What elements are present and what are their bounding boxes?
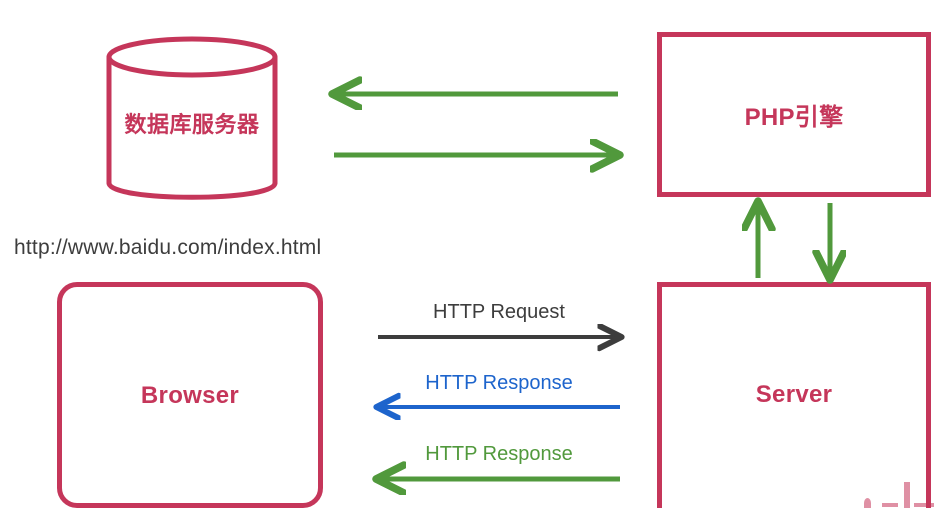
arrow-label-http-request: HTTP Request (433, 301, 565, 323)
database-cylinder-shape (104, 36, 280, 204)
arrow-label-http-response-green: HTTP Response (425, 443, 573, 465)
server-box[interactable]: Server (657, 282, 931, 508)
php-engine-box[interactable]: PHP引擎 (657, 32, 931, 197)
browser-label: Browser (140, 382, 240, 409)
arrow-label-http-response-blue: HTTP Response (425, 372, 573, 394)
url-text: http://www.baidu.com/index.html (14, 236, 322, 259)
server-label: Server (755, 381, 833, 408)
php-engine-label: PHP引擎 (744, 104, 844, 131)
browser-box[interactable]: Browser (57, 282, 323, 508)
watermark (856, 482, 936, 508)
database-label: 数据库服务器 (124, 112, 260, 137)
